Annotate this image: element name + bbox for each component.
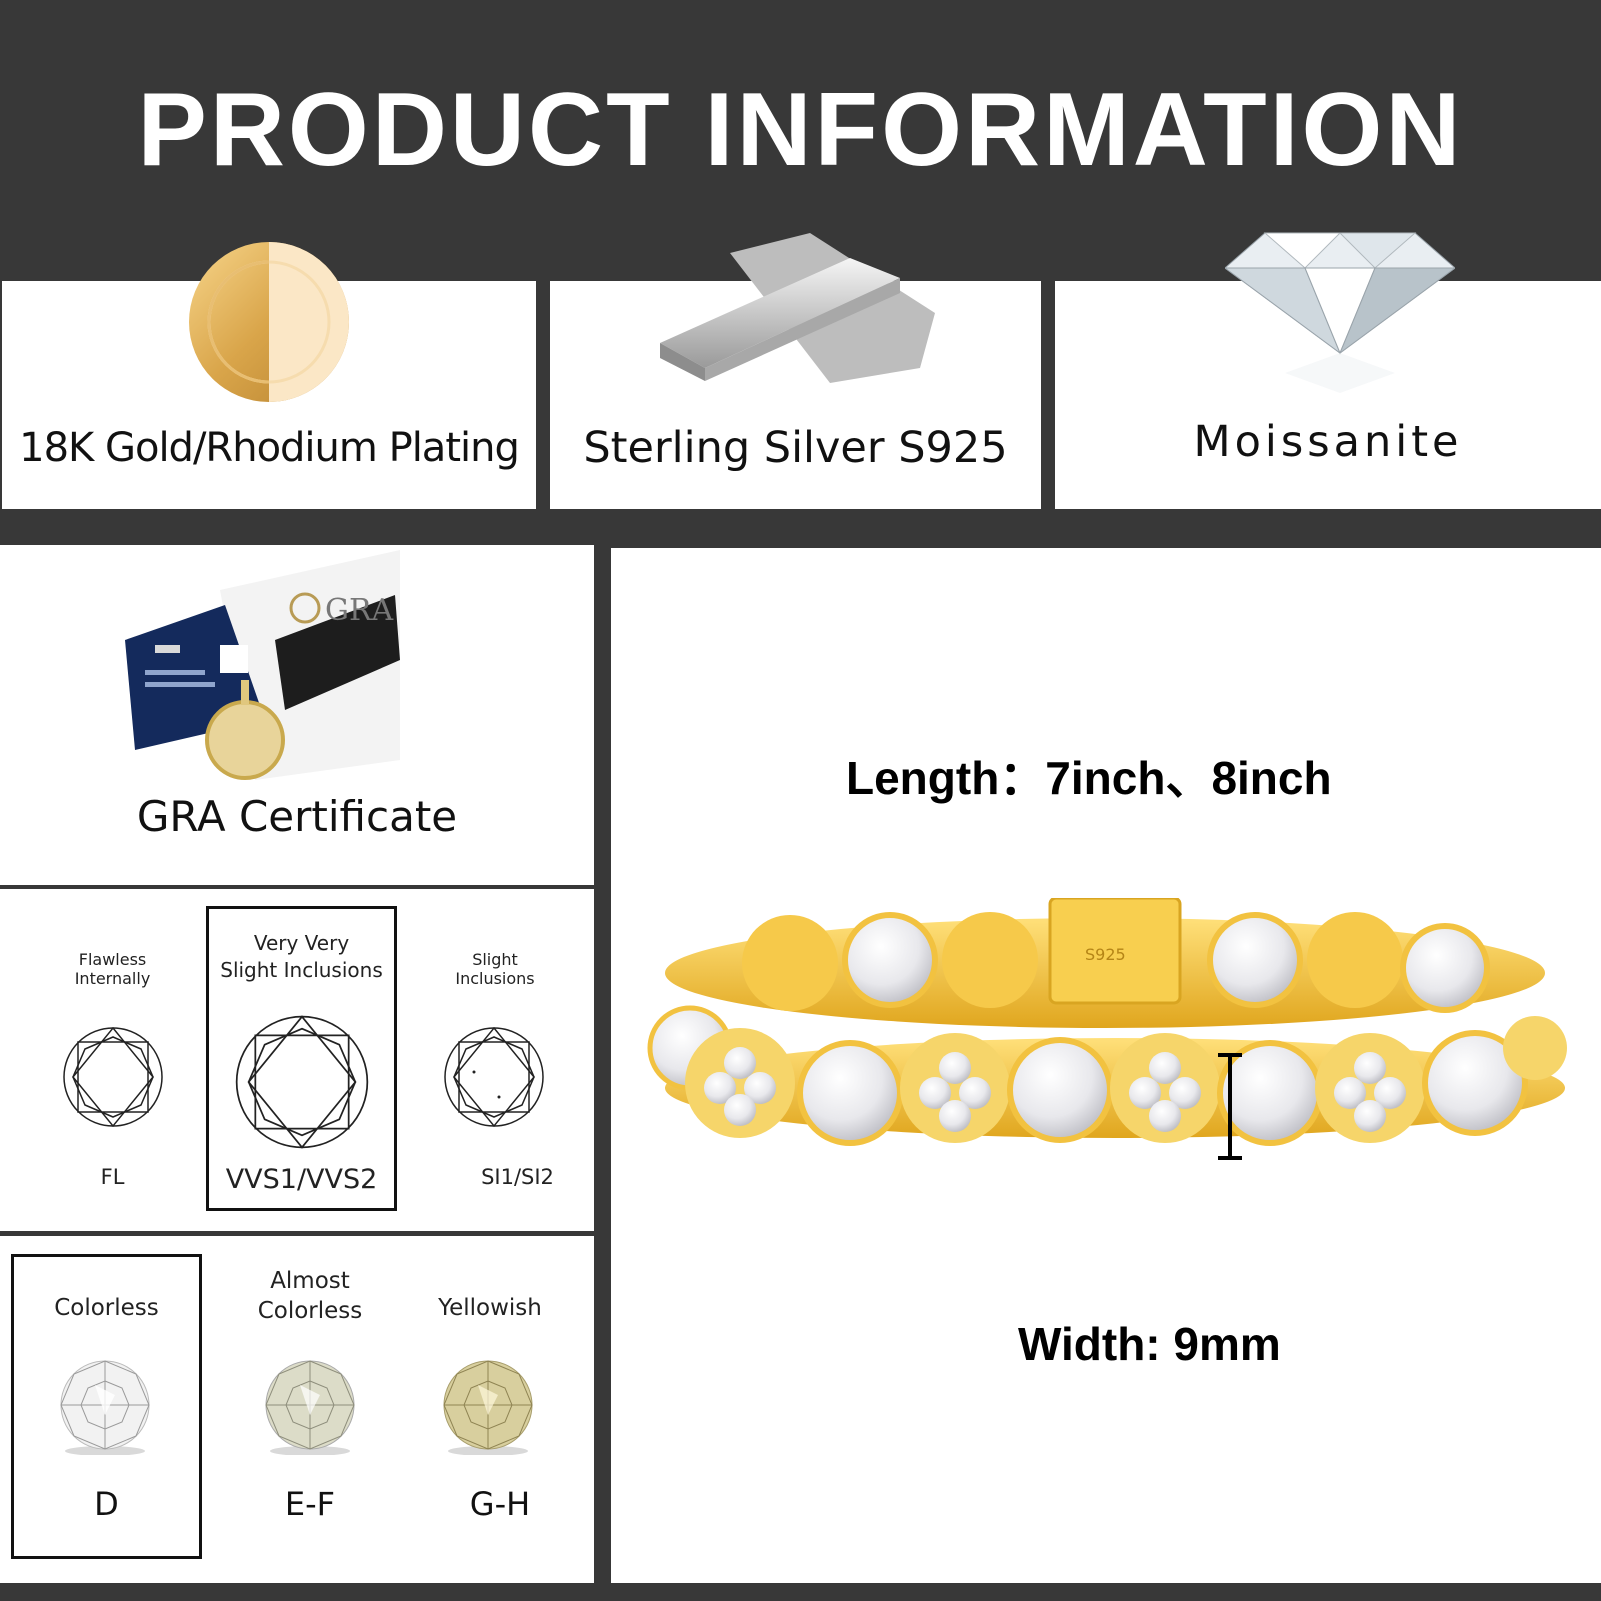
color-highlight-box xyxy=(11,1254,202,1559)
clarity-label-vvs: Very Very Slight Inclusions xyxy=(210,930,393,984)
width-spec: Width: 9mm xyxy=(1018,1318,1281,1370)
round-diamond-diagram-icon xyxy=(444,1026,544,1128)
color-label-ef: Almost Colorless xyxy=(230,1266,390,1326)
clarity-line: Slight Inclusions xyxy=(220,958,383,982)
color-code-gh: G-H xyxy=(469,1485,531,1523)
clarity-line: Very Very xyxy=(253,931,350,955)
feature-card-silver: Sterling Silver S925 xyxy=(550,233,1041,509)
clarity-line: Flawless xyxy=(78,950,147,969)
clarity-code-fl: FL xyxy=(100,1165,125,1189)
certificate-label: GRA Certificate xyxy=(136,792,458,841)
clarity-code-si: SI1/SI2 xyxy=(481,1165,554,1189)
clarity-line: Inclusions xyxy=(455,969,535,988)
color-label-gh: Yellowish xyxy=(410,1293,570,1323)
feature-card-moissanite: Moissanite xyxy=(1055,232,1601,509)
color-code-d: D xyxy=(94,1485,119,1523)
gemstone-colorless-icon xyxy=(60,1360,150,1455)
clarity-label-si: Slight Inclusions xyxy=(425,950,565,988)
color-code-ef: E-F xyxy=(284,1485,336,1523)
clarity-card xyxy=(0,889,594,1231)
color-label-d: Colorless xyxy=(15,1293,198,1323)
round-diamond-diagram-icon xyxy=(235,1015,369,1149)
color-line: Almost xyxy=(270,1268,350,1294)
feature-label-gold: 18K Gold/Rhodium Plating xyxy=(19,425,520,471)
color-line: Colorless xyxy=(54,1295,159,1321)
page-title: PRODUCT INFORMATION xyxy=(137,72,1464,188)
gemstone-almost-colorless-icon xyxy=(265,1360,355,1455)
clarity-line: Slight xyxy=(472,950,518,969)
length-spec: Length：7inch、8inch xyxy=(846,752,1332,804)
color-line: Colorless xyxy=(257,1298,363,1324)
silver-bars-icon xyxy=(660,233,935,383)
clarity-code-vvs: VVS1/VVS2 xyxy=(225,1164,378,1195)
clasp-stamp-text: S925 xyxy=(1085,945,1126,964)
bracelet-image: S925 xyxy=(647,898,1567,1160)
round-diamond-diagram-icon xyxy=(63,1026,163,1128)
color-line: Yellowish xyxy=(438,1295,542,1321)
width-marker xyxy=(1218,1053,1242,1160)
gra-logo-text: GRA xyxy=(325,593,394,628)
feature-card-gold: 18K Gold/Rhodium Plating xyxy=(2,242,536,509)
diamond-icon xyxy=(1225,232,1455,393)
gemstone-yellowish-icon xyxy=(443,1360,533,1455)
certificate-image: GRA xyxy=(125,550,400,780)
clarity-highlight-box xyxy=(206,906,397,1211)
feature-label-silver: Sterling Silver S925 xyxy=(583,423,1008,473)
gold-coin-icon xyxy=(189,242,349,402)
clarity-label-fl: Flawless Internally xyxy=(40,950,185,988)
clarity-line: Internally xyxy=(74,969,151,988)
feature-label-moissanite: Moissanite xyxy=(1193,417,1463,467)
